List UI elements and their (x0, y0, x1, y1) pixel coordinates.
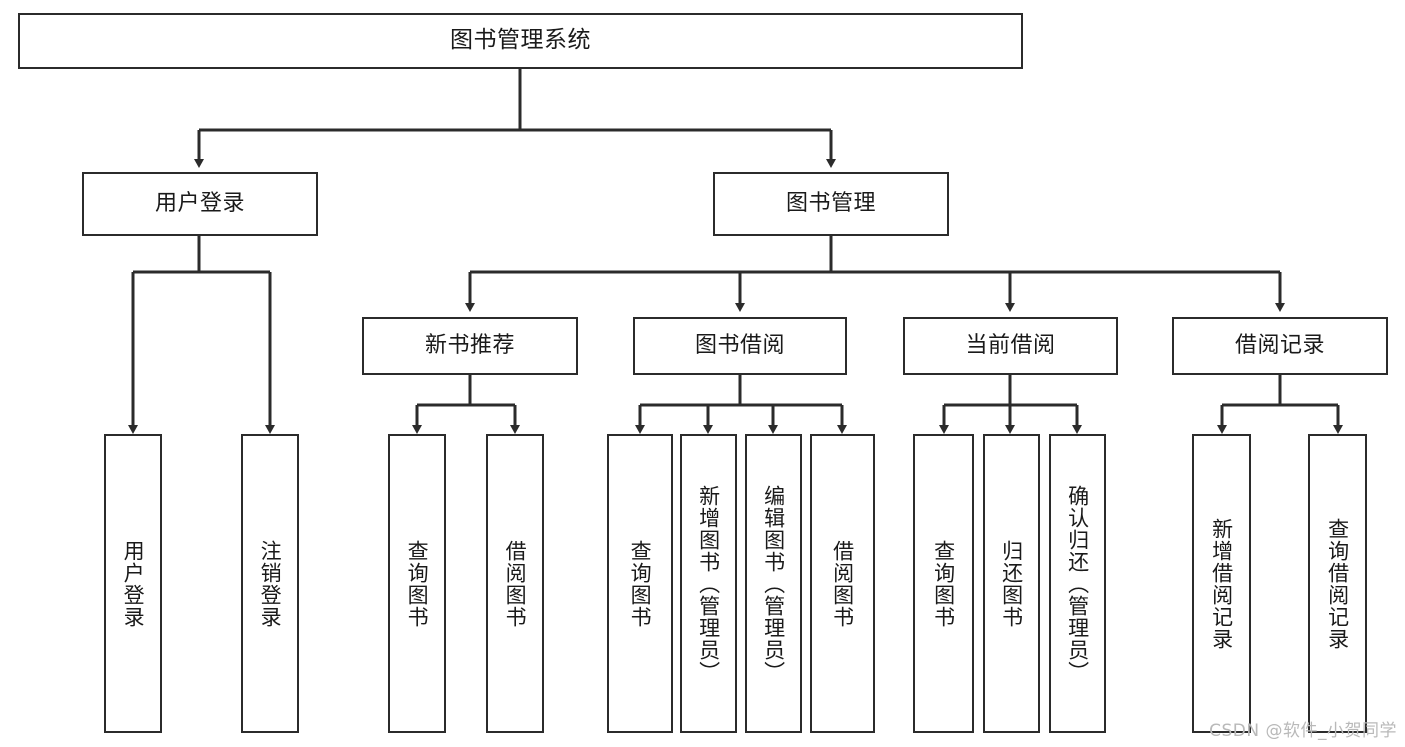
node-label: 图书借阅 (694, 332, 785, 358)
leaf-user-login-logout[interactable]: 注销登录 (241, 434, 299, 733)
node-label: 查询图书 (931, 539, 956, 628)
node-label: 借阅图书 (830, 539, 855, 628)
node-root-system[interactable]: 图书管理系统 (18, 13, 1023, 69)
leaf-borrow-edit-book[interactable]: 编辑图书（管理员） (745, 434, 802, 733)
leaf-borrow-query-book[interactable]: 查询图书 (607, 434, 673, 733)
leaf-new-book-borrow[interactable]: 借阅图书 (486, 434, 544, 733)
node-label: 当前借阅 (965, 332, 1056, 358)
node-label: 注销登录 (258, 539, 283, 628)
node-label: 借阅图书 (503, 539, 528, 628)
leaf-record-query[interactable]: 查询借阅记录 (1308, 434, 1367, 733)
node-label: 确认归还（管理员） (1065, 484, 1090, 683)
node-label: 用户登录 (121, 539, 146, 628)
node-book-management[interactable]: 图书管理 (713, 172, 949, 236)
node-label: 查询借阅记录 (1325, 517, 1350, 650)
leaf-record-add[interactable]: 新增借阅记录 (1192, 434, 1251, 733)
node-label: 借阅记录 (1234, 332, 1325, 358)
leaf-current-return-book[interactable]: 归还图书 (983, 434, 1040, 733)
node-label: 归还图书 (999, 539, 1024, 628)
node-label: 编辑图书（管理员） (761, 484, 786, 683)
csdn-watermark: CSDN @软件_小贺同学 (1209, 721, 1397, 741)
leaf-new-book-query[interactable]: 查询图书 (388, 434, 446, 733)
node-label: 用户登录 (154, 190, 245, 216)
leaf-borrow-add-book[interactable]: 新增图书（管理员） (680, 434, 737, 733)
leaf-borrow-borrow-book[interactable]: 借阅图书 (810, 434, 875, 733)
node-label: 新增图书（管理员） (696, 484, 721, 683)
node-label: 图书管理系统 (450, 27, 591, 54)
node-label: 新增借阅记录 (1209, 517, 1234, 650)
node-label: 查询图书 (405, 539, 430, 628)
leaf-current-query-book[interactable]: 查询图书 (913, 434, 974, 733)
leaf-user-login-login[interactable]: 用户登录 (104, 434, 162, 733)
node-new-book-recommend[interactable]: 新书推荐 (362, 317, 578, 375)
node-borrow-record[interactable]: 借阅记录 (1172, 317, 1388, 375)
node-label: 图书管理 (785, 190, 876, 216)
node-book-borrow[interactable]: 图书借阅 (633, 317, 847, 375)
node-user-login[interactable]: 用户登录 (82, 172, 318, 236)
node-label: 查询图书 (628, 539, 653, 628)
leaf-current-confirm-return[interactable]: 确认归还（管理员） (1049, 434, 1106, 733)
node-current-borrow[interactable]: 当前借阅 (903, 317, 1118, 375)
node-label: 新书推荐 (424, 332, 515, 358)
